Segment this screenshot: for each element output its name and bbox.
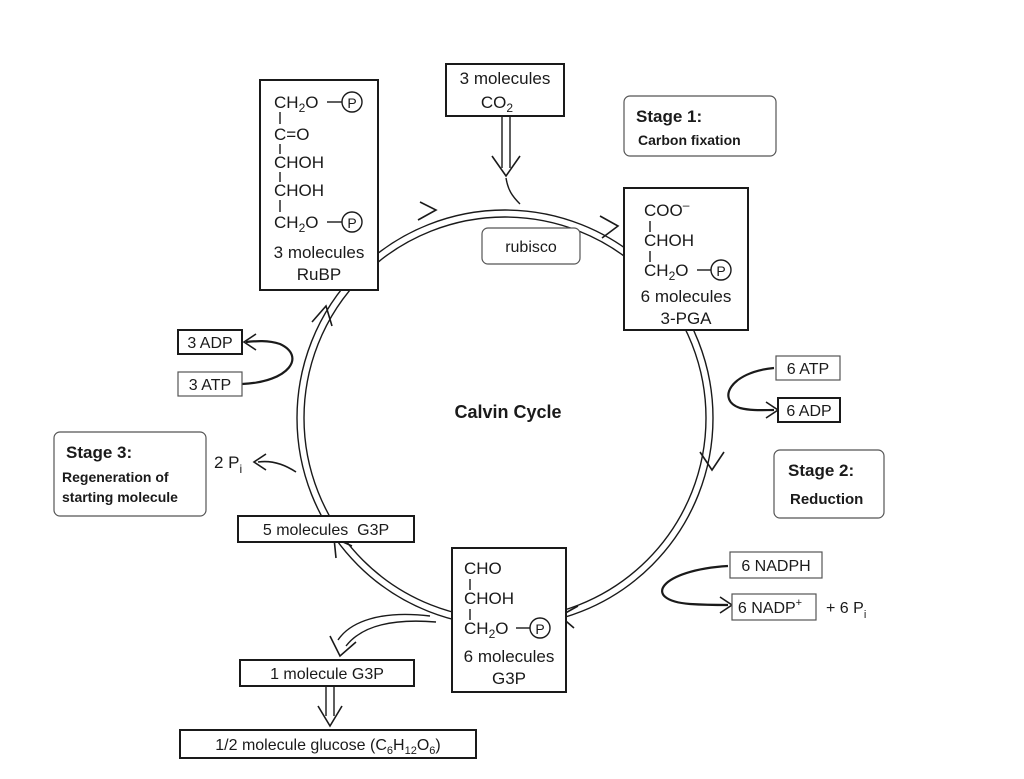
phosphate-icon: P	[535, 621, 544, 637]
g3p1-box: 1 molecule G3P	[239, 659, 415, 687]
co2-formula: CO2	[481, 93, 514, 115]
phosphate-icon: P	[716, 263, 725, 279]
pga-line3: CH2O	[644, 261, 688, 283]
glucose-output-arrow	[317, 686, 343, 728]
rubp-name: RuBP	[297, 265, 341, 284]
nadph-label: 6 NADPH	[741, 558, 810, 575]
pi-right-label: + 6 Pi	[826, 600, 866, 621]
g3p6-box: CHO CHOH CH2O P 6 molecules G3P	[451, 547, 567, 693]
rubisco-label-box: rubisco	[481, 227, 581, 265]
rubp-count: 3 molecules	[274, 243, 365, 262]
adp-right-box: 6 ADP	[777, 397, 841, 423]
co2-box: 3 molecules CO2	[445, 63, 565, 117]
g3p6-line1: CHO	[464, 559, 502, 578]
stage3-box: Stage 3: Regeneration of starting molecu…	[53, 431, 207, 517]
nadp-label: 6 NADP+	[738, 597, 802, 617]
atp-right-label: 6 ATP	[787, 361, 829, 378]
phosphate-icon: P	[347, 95, 356, 111]
stage1-title: Stage 1:	[636, 107, 702, 126]
pi-left-label: 2 Pi	[214, 453, 242, 476]
pga-line2: CHOH	[644, 231, 694, 250]
stage3-name-line1: Regeneration of	[62, 469, 169, 485]
g3p6-line2: CHOH	[464, 589, 514, 608]
g3p5-label: 5 molecules G3P	[263, 522, 389, 539]
pga-box: COO– CHOH CH2O P 6 molecules 3-PGA	[623, 187, 749, 331]
atp-left-label: 3 ATP	[189, 377, 231, 394]
pga-line1: COO–	[644, 198, 690, 220]
nadp-box: 6 NADP+	[731, 593, 817, 621]
stage1-name: Carbon fixation	[638, 132, 741, 148]
atp-adp-left-arrow	[241, 333, 294, 386]
atp-right-box: 6 ATP	[775, 355, 841, 381]
arrowhead-to-fixation	[417, 201, 438, 221]
atp-adp-right-arrow	[727, 366, 780, 419]
pga-name: 3-PGA	[660, 309, 712, 328]
stage3-name-line2: starting molecule	[62, 489, 178, 505]
atp-left-box: 3 ATP	[177, 371, 243, 397]
adp-left-box: 3 ADP	[177, 329, 243, 355]
nadph-arrow	[661, 564, 734, 614]
arrowhead-to-rubp	[311, 304, 333, 327]
stage1-box: Stage 1: Carbon fixation	[623, 95, 777, 157]
stage2-title: Stage 2:	[788, 461, 854, 480]
glucose-label: 1/2 molecule glucose (C6H12O6)	[215, 737, 440, 757]
rubp-line5: CH2O	[274, 213, 318, 235]
arrowhead-to-pga	[599, 215, 620, 239]
rubisco-label: rubisco	[505, 239, 557, 256]
pga-count: 6 molecules	[641, 287, 732, 306]
g3p-output-arrow	[329, 613, 437, 658]
rubp-line1: CH2O	[274, 93, 318, 115]
g3p5-box: 5 molecules G3P	[237, 515, 415, 543]
stage2-name: Reduction	[790, 491, 863, 508]
stage2-box: Stage 2: Reduction	[773, 449, 885, 519]
pi-release-arrow	[252, 453, 297, 473]
rubp-line3: CHOH	[274, 153, 324, 172]
rubp-line2: C=O	[274, 125, 309, 144]
g3p6-line3: CH2O	[464, 619, 508, 641]
arrowhead-reduction	[699, 451, 725, 472]
nadph-box: 6 NADPH	[729, 551, 823, 579]
stage3-title: Stage 3:	[66, 443, 132, 462]
adp-left-label: 3 ADP	[187, 335, 232, 352]
co2-inflow-arrow	[491, 116, 521, 205]
rubp-line4: CHOH	[274, 181, 324, 200]
glucose-box: 1/2 molecule glucose (C6H12O6)	[179, 729, 477, 759]
g3p6-count: 6 molecules	[464, 647, 555, 666]
adp-right-label: 6 ADP	[786, 403, 831, 420]
cycle-title: Calvin Cycle	[454, 402, 561, 422]
g3p6-name: G3P	[492, 669, 526, 688]
rubp-box: CH2O P C=O CHOH CHOH CH2O P 3 molecules …	[259, 79, 379, 291]
phosphate-icon: P	[347, 215, 356, 231]
g3p1-label: 1 molecule G3P	[270, 666, 384, 683]
co2-count: 3 molecules	[460, 69, 551, 88]
